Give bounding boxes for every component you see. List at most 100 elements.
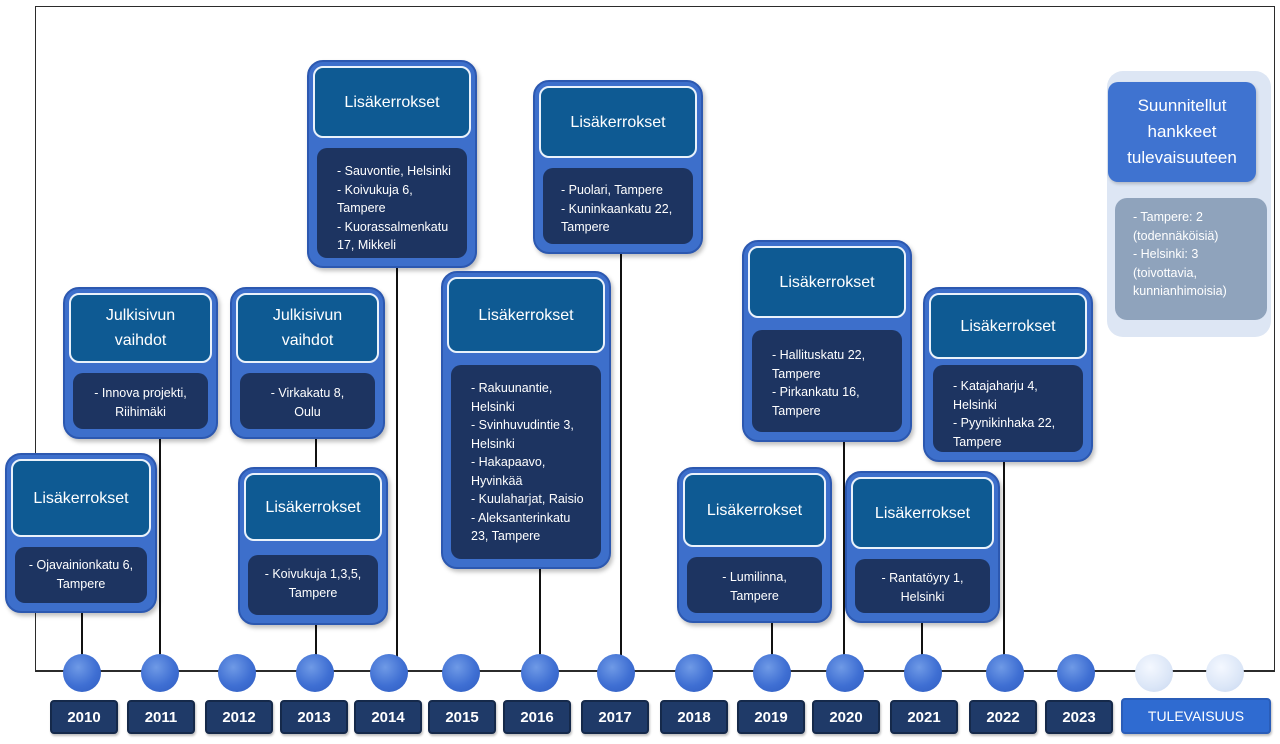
project-card-2014: Lisäkerrokset - Sauvontie, Helsinki - Ko… bbox=[307, 60, 477, 268]
stem-2013b bbox=[315, 624, 317, 657]
card-title: Lisäkerrokset bbox=[447, 277, 605, 353]
card-item: 23, Tampere bbox=[471, 529, 541, 543]
timeline-dot bbox=[986, 654, 1024, 692]
card-body: - Katajaharju 4, Helsinki - Pyynikinhaka… bbox=[933, 365, 1083, 452]
project-card-2019: Lisäkerrokset - Lumilinna, Tampere bbox=[677, 467, 832, 623]
card-item: - Sauvontie, Helsinki bbox=[337, 164, 451, 178]
year-label: 2013 bbox=[280, 700, 348, 734]
card-title: Julkisivun vaihdot bbox=[69, 293, 212, 363]
year-label: 2016 bbox=[503, 700, 571, 734]
card-title: Julkisivun vaihdot bbox=[236, 293, 379, 363]
card-item: - Puolari, Tampere bbox=[561, 183, 663, 197]
card-title: Lisäkerrokset bbox=[313, 66, 471, 138]
card-body: - Hallituskatu 22, Tampere - Pirkankatu … bbox=[752, 330, 902, 432]
year-label: 2017 bbox=[581, 700, 649, 734]
stem-2021 bbox=[921, 622, 923, 657]
timeline-dot bbox=[753, 654, 791, 692]
timeline-dot bbox=[675, 654, 713, 692]
card-item: - Hakapaavo, bbox=[471, 455, 546, 469]
future-title-text: Suunnitellut hankkeet tulevaisuuteen bbox=[1127, 96, 1237, 167]
card-item: Tampere bbox=[730, 588, 779, 603]
card-title: Lisäkerrokset bbox=[683, 473, 826, 547]
card-item: Helsinki bbox=[900, 589, 945, 604]
card-item: - Hallituskatu 22, bbox=[772, 348, 866, 362]
card-item: Helsinki bbox=[471, 399, 515, 414]
card-item: Helsinki bbox=[471, 436, 515, 451]
stem-2017 bbox=[620, 252, 622, 657]
timeline-dot bbox=[141, 654, 179, 692]
card-item: - Koivukuja 1,3,5, bbox=[264, 567, 362, 581]
project-card-2022: Lisäkerrokset - Katajaharju 4, Helsinki … bbox=[923, 287, 1093, 462]
card-body: - Puolari, Tampere - Kuninkaankatu 22, T… bbox=[543, 168, 693, 244]
year-label: 2010 bbox=[50, 700, 118, 734]
timeline-dot bbox=[521, 654, 559, 692]
year-label: 2022 bbox=[969, 700, 1037, 734]
timeline-dot bbox=[597, 654, 635, 692]
future-item: (toivottavia, bbox=[1133, 265, 1197, 280]
year-label: 2015 bbox=[428, 700, 496, 734]
card-item: Tampere bbox=[288, 585, 338, 600]
timeline-dot bbox=[826, 654, 864, 692]
future-item: - Helsinki: 3 bbox=[1133, 247, 1199, 261]
timeline-dot bbox=[904, 654, 942, 692]
future-projects-body: - Tampere: 2 (todennäköisiä) - Helsinki:… bbox=[1115, 198, 1267, 320]
timeline-dot-future bbox=[1206, 654, 1244, 692]
card-item: - Rantatöyry 1, bbox=[881, 571, 964, 585]
year-label: 2014 bbox=[354, 700, 422, 734]
card-body: - Koivukuja 1,3,5, Tampere bbox=[248, 555, 378, 615]
timeline-dot bbox=[296, 654, 334, 692]
card-item: Helsinki bbox=[953, 397, 997, 412]
stem-2013 bbox=[315, 437, 317, 467]
project-card-2016: Lisäkerrokset - Rakuunantie, Helsinki - … bbox=[441, 271, 611, 569]
future-item: kunnianhimoisia) bbox=[1133, 284, 1227, 298]
stem-2020 bbox=[843, 440, 845, 657]
year-label: 2018 bbox=[660, 700, 728, 734]
card-item: - Svinhuvudintie 3, bbox=[471, 418, 574, 432]
card-item: - Innova projekti, bbox=[94, 386, 187, 400]
card-body: - Virkakatu 8, Oulu bbox=[240, 373, 375, 429]
timeline-dot bbox=[442, 654, 480, 692]
card-item: - Aleksanterinkatu bbox=[471, 510, 571, 525]
card-item: Tampere bbox=[953, 434, 1002, 449]
card-item: - Pyynikinhaka 22, bbox=[953, 416, 1056, 430]
card-body: - Rantatöyry 1, Helsinki bbox=[855, 559, 990, 613]
timeline-dot bbox=[370, 654, 408, 692]
project-card-2011: Julkisivun vaihdot - Innova projekti, Ri… bbox=[63, 287, 218, 439]
timeline-axis bbox=[35, 670, 1275, 672]
card-item: - Kuulaharjat, Raisio bbox=[471, 492, 584, 506]
card-item: - Lumilinna, bbox=[722, 570, 787, 584]
project-card-2020: Lisäkerrokset - Hallituskatu 22, Tampere… bbox=[742, 240, 912, 442]
card-title: Lisäkerrokset bbox=[851, 477, 994, 549]
timeline-dot bbox=[218, 654, 256, 692]
card-body: - Sauvontie, Helsinki - Koivukuja 6, Tam… bbox=[317, 148, 467, 258]
year-label: 2021 bbox=[890, 700, 958, 734]
project-card-2013-floors: Lisäkerrokset - Koivukuja 1,3,5, Tampere bbox=[238, 467, 388, 625]
stem-2019 bbox=[771, 620, 773, 657]
card-title: Lisäkerrokset bbox=[11, 459, 151, 537]
card-item: Oulu bbox=[294, 404, 321, 419]
card-item: - Koivukuja 6, bbox=[337, 182, 413, 197]
project-card-2013-facade: Julkisivun vaihdot - Virkakatu 8, Oulu bbox=[230, 287, 385, 439]
stem-2014 bbox=[396, 266, 398, 657]
stem-2011 bbox=[159, 437, 161, 657]
year-label: 2011 bbox=[127, 700, 195, 734]
card-item: - Virkakatu 8, bbox=[270, 386, 345, 400]
card-item: - Katajaharju 4, bbox=[953, 379, 1038, 393]
stem-2022 bbox=[1003, 460, 1005, 657]
timeline-dot-future bbox=[1135, 654, 1173, 692]
card-body: - Innova projekti, Riihimäki bbox=[73, 373, 208, 429]
future-item: (todennäköisiä) bbox=[1133, 228, 1219, 243]
card-body: - Ojavainionkatu 6, Tampere bbox=[15, 547, 147, 603]
stem-2010 bbox=[81, 612, 83, 657]
card-body: - Rakuunantie, Helsinki - Svinhuvudintie… bbox=[451, 365, 601, 559]
stem-2016 bbox=[539, 568, 541, 657]
card-item: Tampere bbox=[772, 403, 821, 418]
year-label: 2023 bbox=[1045, 700, 1113, 734]
card-item: Tampere bbox=[772, 366, 821, 381]
card-item: - Kuorassalmenkatu bbox=[337, 219, 449, 234]
timeline-dot bbox=[1057, 654, 1095, 692]
card-title: Lisäkerrokset bbox=[929, 293, 1087, 359]
card-item: Tampere bbox=[56, 576, 106, 591]
card-item: - Ojavainionkatu 6, bbox=[28, 558, 134, 572]
card-body: - Lumilinna, Tampere bbox=[687, 557, 822, 613]
